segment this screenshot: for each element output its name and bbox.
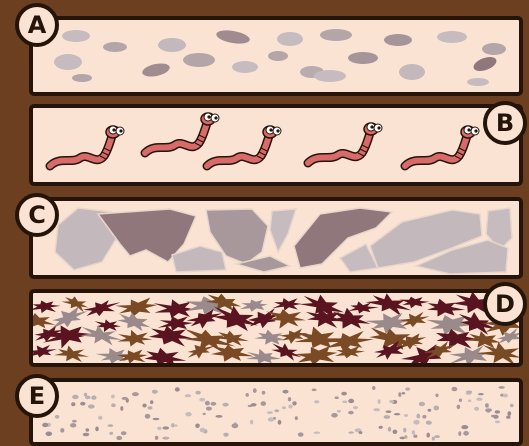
layer-label-e: E xyxy=(15,374,59,418)
layer-a-pebbles xyxy=(31,18,521,94)
layer-label-c: C xyxy=(15,193,59,237)
layer-label-b: B xyxy=(483,101,527,145)
layer-e-sand xyxy=(31,380,521,444)
layer-d-leaf-litter xyxy=(19,288,529,375)
layer-label-d: D xyxy=(483,282,527,326)
layer-b-earthworms xyxy=(31,106,521,184)
layer-label-a: A xyxy=(15,3,59,47)
layer-c-rocks xyxy=(31,199,521,277)
